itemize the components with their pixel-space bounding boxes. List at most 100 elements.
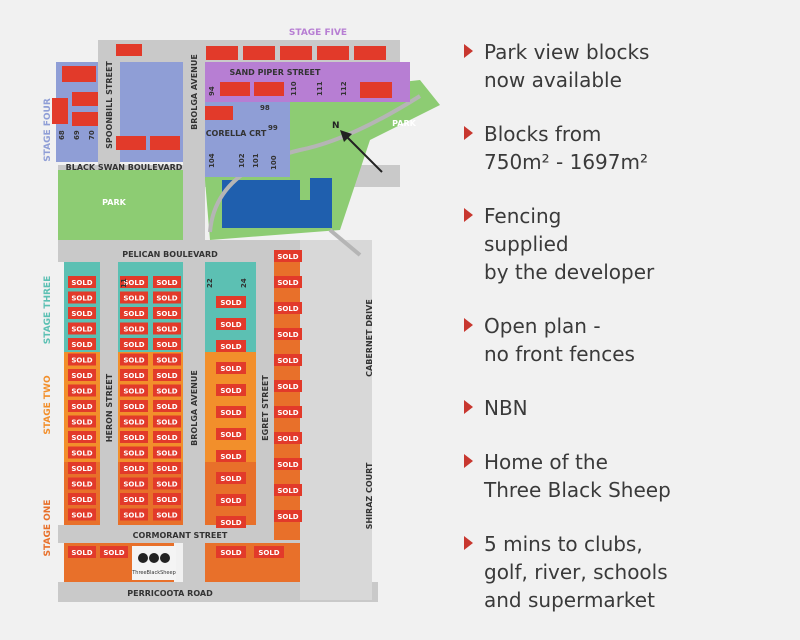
sold-marker <box>120 477 148 490</box>
sold-label: SOLD <box>123 326 144 334</box>
sold-marker <box>120 446 148 459</box>
sold-label: SOLD <box>123 279 144 287</box>
sold-marker <box>274 276 302 288</box>
sold-marker <box>120 384 148 397</box>
sold-label: SOLD <box>123 481 144 489</box>
lot-number: 94 <box>208 86 216 96</box>
sold-marker <box>216 516 246 528</box>
sold-label: SOLD <box>156 419 177 427</box>
street-perricoota: PERRICOOTA ROAD <box>127 589 213 598</box>
feature-text: 5 mins to clubs, <box>484 532 643 556</box>
lot-number: 70 <box>88 130 96 140</box>
stage-three-label: STAGE THREE <box>43 276 53 344</box>
sold-marker <box>68 400 96 412</box>
feature-text: now available <box>484 68 622 92</box>
sold-label: SOLD <box>277 487 298 495</box>
sold-marker <box>120 322 148 335</box>
sold-marker <box>254 546 284 558</box>
sold-marker <box>120 369 148 381</box>
sold-label: SOLD <box>71 326 92 334</box>
sold-marker <box>274 458 302 470</box>
sold-marker <box>216 296 246 308</box>
sold-marker <box>120 307 148 319</box>
sold-label: SOLD <box>71 279 92 287</box>
sold-marker <box>68 415 96 428</box>
sold-marker <box>274 484 302 496</box>
lot-number: 11 <box>120 278 128 288</box>
lot-number: 101 <box>252 153 260 168</box>
sold-marker <box>153 415 181 428</box>
sold-marker <box>68 369 96 381</box>
sold-marker <box>153 384 181 397</box>
sold-label: SOLD <box>123 341 144 349</box>
sold-label: SOLD <box>123 372 144 380</box>
sold-marker <box>120 431 148 443</box>
bullet-arrow-icon <box>464 208 473 222</box>
feature-text: Three Black Sheep <box>484 478 671 502</box>
sold-label: SOLD <box>277 253 298 261</box>
sold-label: SOLD <box>258 549 279 557</box>
sold-label: SOLD <box>123 496 144 504</box>
sold-label: SOLD <box>277 331 298 339</box>
sold-label: SOLD <box>71 310 92 318</box>
sold-label: SOLD <box>123 357 144 365</box>
feature-text: and supermarket <box>484 588 655 612</box>
feature-text: 750m² - 1697m² <box>484 150 649 174</box>
stage-two-label: STAGE TWO <box>43 375 53 435</box>
sold-label: SOLD <box>220 387 241 395</box>
sold-marker <box>216 384 246 396</box>
park-label-west: PARK <box>102 198 126 207</box>
bullet-arrow-icon <box>464 454 473 468</box>
sold-label: SOLD <box>277 435 298 443</box>
sold-label: SOLD <box>156 388 177 396</box>
sold-label: SOLD <box>277 305 298 313</box>
lot-number: 112 <box>340 81 348 96</box>
sold-marker <box>120 276 148 288</box>
sold-label: SOLD <box>123 295 144 303</box>
feature-item: NBN <box>458 394 788 422</box>
sold-label: SOLD <box>277 513 298 521</box>
sold-marker <box>68 508 96 521</box>
feature-text: Home of the <box>484 450 608 474</box>
feature-text: Open plan - <box>484 314 601 338</box>
sold-marker <box>153 276 181 288</box>
sold-marker <box>68 446 96 459</box>
sold-label: SOLD <box>123 512 144 520</box>
feature-text: golf, river, schools <box>484 560 668 584</box>
sold-label: SOLD <box>123 310 144 318</box>
three-black-sheep-logo: ThreeBlackSheep <box>131 546 176 580</box>
sold-marker <box>153 291 181 304</box>
street-sand-piper: SAND PIPER STREET <box>230 68 321 77</box>
sold-marker <box>120 353 148 366</box>
street-pelican: PELICAN BOULEVARD <box>122 250 218 259</box>
sold-marker <box>216 406 246 418</box>
bullet-arrow-icon <box>464 536 473 550</box>
sold-marker <box>274 250 302 262</box>
sold-marker <box>68 384 96 397</box>
sold-label: SOLD <box>156 512 177 520</box>
sold-marker <box>68 322 96 335</box>
street-shiraz: SHIRAZ COURT <box>365 462 374 529</box>
sold-label: SOLD <box>123 434 144 442</box>
sold-marker <box>68 462 96 474</box>
sold-label: SOLD <box>277 409 298 417</box>
street-brolga-north: BROLGA AVENUE <box>190 54 199 130</box>
road-network <box>58 40 400 602</box>
lot-number: 99 <box>268 124 278 132</box>
sold-label: SOLD <box>123 419 144 427</box>
sold-label: SOLD <box>220 549 241 557</box>
sold-label: SOLD <box>156 279 177 287</box>
bullet-arrow-icon <box>464 318 473 332</box>
sold-label: SOLD <box>71 295 92 303</box>
sold-marker <box>153 477 181 490</box>
street-spoonbill: SPOONBILL STREET <box>105 61 114 149</box>
sold-marker <box>68 276 96 288</box>
sold-marker <box>153 508 181 521</box>
sold-label: SOLD <box>156 465 177 473</box>
sold-label: SOLD <box>277 461 298 469</box>
sold-marker <box>153 400 181 412</box>
sold-label: SOLD <box>220 365 241 373</box>
bullet-arrow-icon <box>464 400 473 414</box>
